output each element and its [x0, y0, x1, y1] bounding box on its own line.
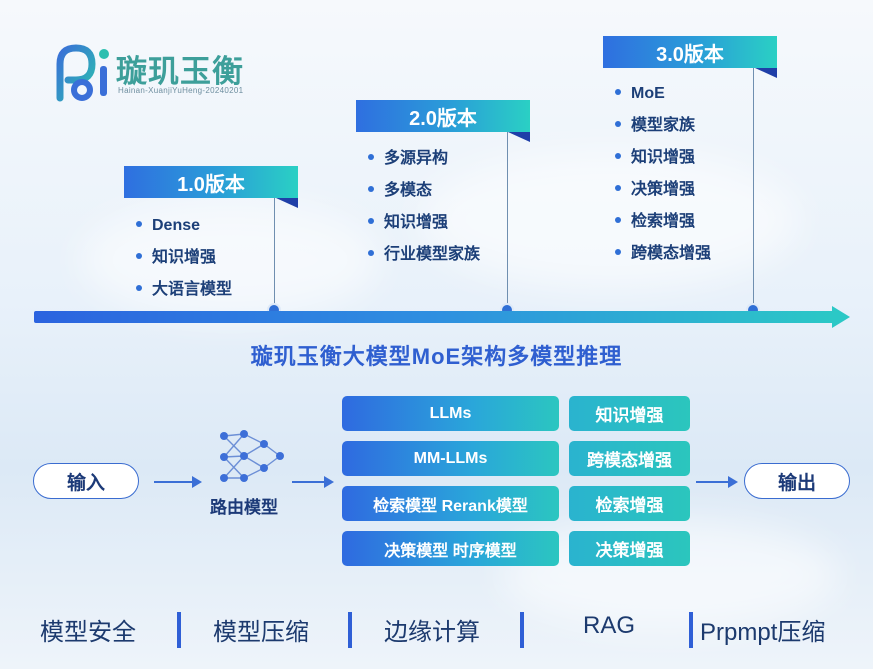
feature-item: MoE	[615, 78, 711, 110]
model-box-llms: LLMs	[342, 396, 559, 431]
enhance-box-knowledge: 知识增强	[569, 396, 690, 431]
neural-network-icon	[220, 430, 284, 482]
output-node: 输出	[744, 463, 850, 499]
timeline-bar	[34, 311, 834, 323]
feature-item: 模型家族	[615, 110, 711, 142]
model-box-retrieval: 检索模型 Rerank模型	[342, 486, 559, 521]
main-title: 璇玑玉衡大模型MoE架构多模型推理	[250, 344, 623, 369]
version-1-flag-tip	[276, 198, 298, 208]
bottom-item-model-security: 模型安全	[40, 619, 136, 646]
version-1-label: 1.0版本	[177, 173, 245, 196]
router-label: 路由模型	[210, 498, 278, 517]
version-3-pole	[753, 68, 754, 310]
bottom-item-rag: RAG	[583, 612, 636, 639]
arrow-to-output	[696, 476, 738, 488]
bottom-item-model-compression: 模型压缩	[213, 619, 309, 646]
feature-item: Dense	[136, 210, 232, 242]
model-box-mm-llms: MM-LLMs	[342, 441, 559, 476]
version-2-pole	[507, 132, 508, 310]
feature-item: 知识增强	[136, 242, 232, 274]
feature-item: 跨模态增强	[615, 238, 711, 270]
version-1-flag: 1.0版本	[124, 166, 298, 198]
feature-item: 决策增强	[615, 174, 711, 206]
timeline-arrowhead	[832, 306, 850, 328]
arrow-input-to-router	[154, 476, 202, 488]
bottom-separator	[348, 612, 352, 648]
logo-subtitle: Hainan-XuanjiYuHeng-20240201	[118, 86, 244, 95]
enhance-box-decision: 决策增强	[569, 531, 690, 566]
enhance-box-retrieval: 检索增强	[569, 486, 690, 521]
version-1-pole	[274, 198, 275, 310]
version-3-label: 3.0版本	[656, 43, 724, 66]
version-2-flag-tip	[508, 132, 530, 142]
version-2-flag: 2.0版本	[356, 100, 530, 132]
bottom-separator	[177, 612, 181, 648]
bottom-separator	[520, 612, 524, 648]
background-cloud	[80, 200, 380, 320]
version-3-flag-tip	[755, 68, 777, 78]
logo-mark-icon	[56, 44, 109, 102]
feature-item: 知识增强	[615, 142, 711, 174]
version-1-features: Dense 知识增强 大语言模型	[136, 210, 232, 306]
version-3-features: MoE 模型家族 知识增强 决策增强 检索增强 跨模态增强	[615, 78, 711, 270]
arrow-router-to-models	[292, 476, 334, 488]
version-2-label: 2.0版本	[409, 107, 477, 130]
feature-item: 行业模型家族	[368, 239, 480, 271]
background-cloud	[420, 150, 800, 290]
model-box-decision: 决策模型 时序模型	[342, 531, 559, 566]
version-3-flag: 3.0版本	[603, 36, 777, 68]
feature-item: 多源异构	[368, 143, 480, 175]
feature-item: 多模态	[368, 175, 480, 207]
feature-item: 知识增强	[368, 207, 480, 239]
bottom-item-prompt-compression: Prpmpt压缩	[700, 619, 826, 646]
brand-logo: 璇玑玉衡 Hainan-XuanjiYuHeng-20240201	[52, 40, 252, 102]
feature-item: 检索增强	[615, 206, 711, 238]
feature-item: 大语言模型	[136, 274, 232, 306]
bottom-separator	[689, 612, 693, 648]
version-2-features: 多源异构 多模态 知识增强 行业模型家族	[368, 143, 480, 271]
input-node: 输入	[33, 463, 139, 499]
enhance-box-crossmodal: 跨模态增强	[569, 441, 690, 476]
bottom-item-edge-computing: 边缘计算	[384, 619, 480, 646]
logo-name: 璇玑玉衡	[116, 54, 244, 90]
